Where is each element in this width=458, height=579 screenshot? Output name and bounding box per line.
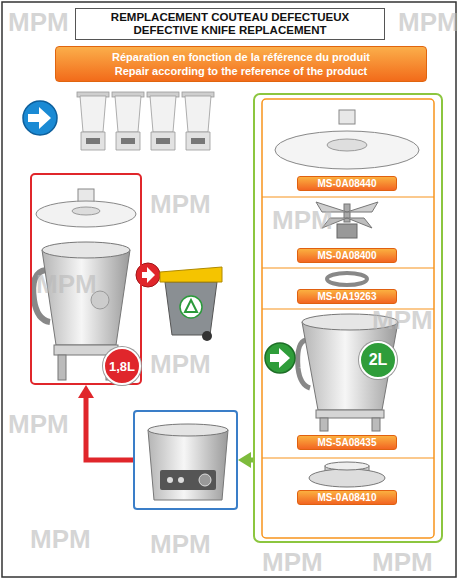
blender-range	[147, 92, 179, 150]
blender-range	[77, 92, 109, 150]
watermark: MPM	[372, 306, 433, 334]
title-text: DEFECTIVE KNIFE REPLACEMENT	[134, 24, 327, 37]
motor-base	[148, 424, 228, 436]
part-number-tag: MS-5A08435	[297, 435, 397, 450]
part-number: MS-0A19263	[318, 291, 377, 303]
blue-arrow-icon	[23, 101, 57, 135]
watermark: MPM	[398, 8, 458, 36]
knife-part	[337, 224, 357, 238]
arrow-head	[78, 385, 94, 398]
recycle-bin	[136, 263, 160, 287]
motor-base	[160, 470, 216, 490]
lid-part	[339, 110, 355, 124]
seal-ring-part	[327, 273, 367, 285]
jar-2l	[316, 410, 384, 418]
watermark: MPM	[272, 206, 333, 234]
watermark: MPM	[30, 525, 91, 553]
part-number: MS-0A08400	[318, 250, 377, 262]
coupling-part	[325, 462, 369, 470]
parts-frame	[262, 99, 434, 538]
recycle-bin	[160, 267, 222, 282]
recycle-bin	[202, 331, 212, 341]
capacity-badge: 1,8L	[103, 347, 141, 385]
banner-text: Repair according to the reference of the…	[115, 64, 367, 78]
watermark: MPM	[8, 8, 69, 36]
lid-part	[275, 110, 419, 169]
parts-frame	[262, 196, 434, 197]
instruction-banner: Réparation en fonction de la référence d…	[55, 46, 427, 82]
part-number: MS-5A08435	[318, 437, 377, 449]
part-number-tag: MS-0A08440	[297, 176, 397, 191]
watermark: MPM	[150, 190, 211, 218]
coupling-part	[309, 462, 385, 487]
recycle-bin	[140, 267, 155, 283]
motor-base	[167, 477, 173, 483]
flow-arrow	[86, 396, 133, 460]
jar-2l	[302, 322, 398, 410]
title-text: REMPLACEMENT COUTEAU DEFECTUEUX	[111, 11, 349, 24]
blender-range	[112, 92, 144, 150]
watermark: MPM	[150, 530, 211, 558]
lid-part	[275, 131, 419, 169]
motor-base	[178, 477, 184, 483]
blender-range	[77, 92, 214, 150]
motor-base	[199, 474, 211, 486]
recycle-bin	[185, 300, 197, 312]
banner-text: Réparation en fonction de la référence d…	[112, 50, 370, 64]
part-number: MS-0A08440	[318, 178, 377, 190]
jar-1-8l	[58, 355, 66, 380]
capacity-badge: 2L	[359, 341, 397, 379]
seal-ring-part	[327, 273, 367, 285]
recycle-bin	[180, 296, 202, 318]
title-box: REMPLACEMENT COUTEAU DEFECTUEUXDEFECTIVE…	[75, 8, 385, 40]
motor-base-frame	[133, 410, 238, 510]
watermark: MPM	[36, 270, 97, 298]
motor-base	[148, 430, 228, 500]
green-arrow-icon	[265, 343, 295, 373]
jar-2l	[372, 418, 380, 431]
parts-frame	[262, 457, 434, 458]
watermark: MPM	[372, 548, 433, 576]
blender-range	[182, 92, 214, 150]
coupling-part	[309, 469, 385, 487]
watermark: MPM	[262, 548, 323, 576]
jar-2l	[320, 418, 328, 431]
jar-1-8l	[36, 201, 136, 227]
watermark: MPM	[150, 350, 211, 378]
jar-1-8l	[42, 242, 130, 258]
part-number-tag: MS-0A08410	[297, 490, 397, 505]
parts-frame	[262, 99, 434, 538]
green-arrow-icon	[265, 343, 295, 373]
part-number-tag: MS-0A08400	[297, 248, 397, 263]
recycle-bin	[136, 263, 222, 341]
part-number: MS-0A08410	[318, 492, 377, 504]
parts-frame	[262, 267, 434, 268]
arrow-head	[238, 452, 251, 468]
part-number-tag: MS-0A19263	[297, 289, 397, 304]
knife-part	[347, 202, 378, 212]
watermark: MPM	[8, 410, 69, 438]
lid-part	[327, 139, 367, 151]
motor-base	[148, 424, 228, 500]
blue-arrow-icon	[23, 101, 57, 135]
blue-arrow-icon	[28, 107, 51, 129]
recycle-bin	[165, 282, 217, 335]
jar-1-8l	[72, 207, 100, 215]
green-arrow-icon	[270, 348, 290, 368]
